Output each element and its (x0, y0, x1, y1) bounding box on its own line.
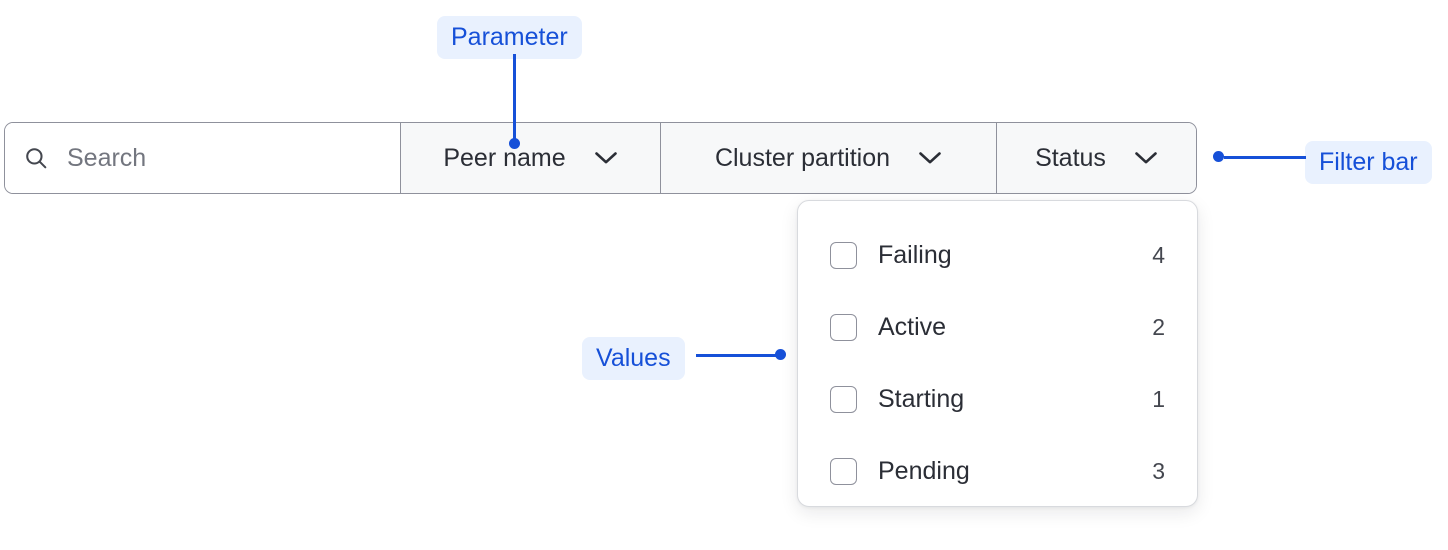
annotation-filter-bar: Filter bar (1305, 141, 1432, 184)
filter-dropdown-label: Peer name (443, 143, 566, 172)
dropdown-option-count: 1 (1152, 385, 1165, 412)
dropdown-option-failing[interactable]: Failing 4 (798, 219, 1197, 291)
dropdown-option-count: 3 (1152, 457, 1165, 484)
dropdown-option-label: Failing (878, 240, 952, 269)
annotation-leader-line-values (696, 354, 782, 357)
filter-dropdown-label: Cluster partition (714, 143, 891, 172)
annotation-leader-dot-parameter (509, 138, 520, 149)
filter-dropdown-peer-name[interactable]: Peer name (401, 123, 661, 193)
dropdown-option-count: 4 (1152, 241, 1165, 268)
filter-dropdown-label: Status (1035, 143, 1106, 172)
dropdown-option-count: 2 (1152, 313, 1165, 340)
filter-bar: Peer name Cluster partition Status (4, 122, 1197, 194)
dropdown-option-label: Active (878, 312, 947, 341)
search-icon (26, 148, 47, 169)
annotation-leader-line-filter-bar (1224, 156, 1306, 159)
chevron-down-icon (919, 152, 941, 164)
search-input[interactable] (67, 143, 387, 173)
chevron-down-icon (594, 152, 617, 164)
search-field[interactable] (5, 123, 401, 193)
dropdown-option-active[interactable]: Active 2 (798, 291, 1197, 363)
filter-dropdown-cluster-partition[interactable]: Cluster partition (661, 123, 997, 193)
annotation-leader-dot-filter-bar (1213, 151, 1224, 162)
checkbox-starting[interactable] (830, 385, 857, 413)
checkbox-pending[interactable] (830, 457, 857, 485)
filter-dropdown-status[interactable]: Status (997, 123, 1196, 193)
dropdown-option-starting[interactable]: Starting 1 (798, 363, 1197, 435)
annotation-parameter: Parameter (437, 16, 582, 59)
annotation-leader-line-parameter (513, 54, 516, 142)
annotation-leader-dot-values (775, 349, 786, 360)
dropdown-option-pending[interactable]: Pending 3 (798, 435, 1197, 507)
checkbox-active[interactable] (830, 313, 857, 341)
annotation-values: Values (582, 337, 685, 380)
checkbox-failing[interactable] (830, 241, 857, 269)
dropdown-option-label: Starting (878, 384, 965, 413)
dropdown-option-label: Pending (878, 456, 970, 485)
status-dropdown-panel: Failing 4 Active 2 Starting 1 Pending 3 (797, 200, 1198, 507)
chevron-down-icon (1135, 152, 1157, 164)
